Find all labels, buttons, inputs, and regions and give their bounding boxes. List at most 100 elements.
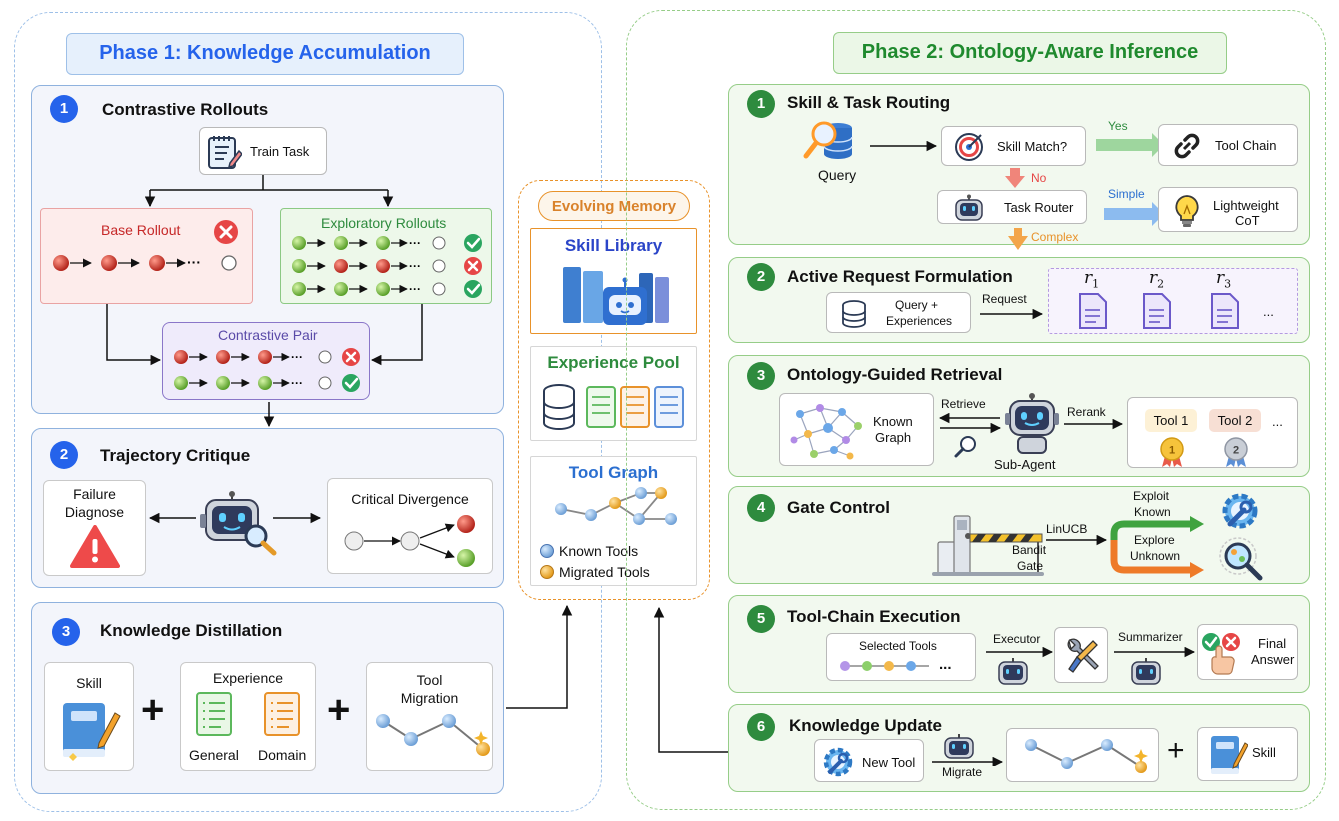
tool-graph-icon: [555, 487, 677, 525]
executor-flow: [986, 646, 1054, 685]
base-trajectory: ···: [53, 254, 237, 271]
ranked-tools-box: Tool 1 Tool 2 ... 1 2: [1127, 397, 1298, 468]
tool-chain-box: Tool Chain: [1158, 124, 1298, 166]
tools-ellipsis: ...: [1272, 414, 1283, 429]
tool1-chip: Tool 1: [1145, 409, 1197, 432]
step-number: 3: [747, 362, 775, 390]
tool-migration-box: Tool Migration: [366, 662, 493, 771]
skill-label: Skill: [76, 675, 102, 691]
exploratory-trajectories: ··· ··· ···: [292, 234, 482, 298]
sub-agent-robot-icon: [1005, 393, 1059, 454]
lightweight-cot-box: Lightweight CoT: [1158, 187, 1298, 232]
experience-label: Experience: [212, 670, 284, 686]
migrated-graph-box: [1006, 728, 1159, 782]
new-tool-box: New Tool: [814, 739, 924, 782]
fail-icon: [214, 220, 238, 244]
request-r3-label: r3: [1216, 268, 1231, 290]
plus-sign: +: [141, 688, 165, 732]
answer-check-icon: [1202, 633, 1240, 675]
final-label: Final: [1258, 636, 1287, 651]
robot-magnifier-icon: [200, 491, 277, 556]
phase2-title: Phase 2: Ontology-Aware Inference: [833, 32, 1227, 74]
bandit-label: Bandit: [1012, 543, 1047, 557]
evolving-memory-title: Evolving Memory: [538, 191, 690, 221]
base-rollout-box: Base Rollout ···: [40, 208, 253, 304]
robot-icon: [955, 194, 983, 221]
tool-migration-graph: [376, 714, 490, 756]
step-number: 6: [747, 713, 775, 741]
knowledge-graph-icon: [790, 404, 862, 460]
selected-tools-ellipsis: ...: [939, 656, 952, 673]
summarizer-label: Summarizer: [1118, 630, 1183, 644]
update-skill-book-icon: [1211, 736, 1248, 774]
tool-chain-label: Tool Chain: [1215, 138, 1277, 153]
section-title: Trajectory Critique: [100, 446, 251, 465]
tools-execution-box: [1054, 627, 1108, 683]
bandit-gate-icon: [932, 515, 1044, 576]
skill-library-label: Skill Library: [564, 236, 663, 255]
critical-divergence-label: Critical Divergence: [351, 491, 469, 507]
skill-match-label: Skill Match?: [997, 139, 1068, 154]
exploit-label: Exploit: [1133, 489, 1170, 503]
train-task-label: Train Task: [250, 144, 310, 159]
skill-match-box: Skill Match?: [941, 126, 1086, 166]
r3-subscript: 3: [1224, 277, 1232, 291]
experiences-label: Experiences: [886, 314, 953, 328]
request-r2-label: r2: [1149, 268, 1164, 290]
section-title: Gate Control: [787, 498, 890, 517]
wrench-screwdriver-icon: [1067, 638, 1099, 673]
selected-tools-label: Selected Tools: [859, 639, 937, 653]
update-skill-box: Skill: [1197, 727, 1298, 781]
cot-label: CoT: [1235, 213, 1260, 228]
yes-label: Yes: [1108, 119, 1128, 133]
query-database-icon: [803, 121, 853, 159]
contrastive-pair-label: Contrastive Pair: [218, 327, 318, 343]
section-title: Knowledge Update: [789, 716, 943, 735]
section-title: Tool-Chain Execution: [787, 607, 961, 626]
migrated-graph-icon: [1025, 739, 1148, 773]
step-number: 2: [50, 441, 78, 469]
target-icon: [955, 133, 983, 161]
general-doc-icon: [196, 692, 232, 736]
svg-text:···: ···: [409, 282, 421, 296]
failure-label-line1: Failure: [73, 486, 116, 502]
sub-agent-label: Sub-Agent: [994, 457, 1056, 472]
new-tool-label: New Tool: [862, 755, 916, 770]
no-label: No: [1031, 171, 1047, 185]
train-task-box: Train Task: [199, 127, 327, 175]
tool-graph-box: Tool Graph Known Tools Migrated Tools: [530, 456, 697, 586]
gear-wrench-icon: [1222, 493, 1258, 529]
distill-to-memory-arrow: [506, 604, 573, 709]
failure-label-line2: Diagnose: [64, 504, 125, 520]
explore-unknown-label: Unknown: [1130, 549, 1181, 563]
tool-migration-line1: Tool: [416, 672, 443, 688]
base-rollout-label: Base Rollout: [101, 222, 181, 238]
section-title: Active Request Formulation: [787, 267, 1013, 286]
experience-pool-label: Experience Pool: [547, 353, 680, 372]
complex-label: Complex: [1031, 230, 1079, 244]
critical-divergence-box: Critical Divergence: [327, 478, 493, 574]
r2-symbol: r: [1149, 268, 1158, 288]
rerank-label: Rerank: [1067, 405, 1106, 419]
skill-book-icon: [63, 703, 121, 761]
r2-subscript: 2: [1157, 277, 1165, 291]
domain-doc-icon: [264, 692, 300, 736]
request-r1-label: r1: [1084, 268, 1099, 290]
explore-label: Explore: [1134, 533, 1175, 547]
gate-control-panel: 4 Gate Control: [728, 486, 1310, 584]
experience-box: Experience General Domain: [180, 662, 316, 771]
new-tool-gear-icon: [823, 747, 853, 777]
gold-medal-icon: 1: [1160, 437, 1184, 467]
known-tools-label: Known Tools: [559, 543, 639, 559]
request-docs-icons: [1079, 293, 1239, 329]
section-title: Ontology-Guided Retrieval: [787, 365, 1003, 384]
warning-icon: [70, 525, 120, 568]
final-answer-box: Final Answer: [1197, 624, 1298, 680]
knowledge-update-feedback-arrow: [653, 606, 728, 753]
evolving-memory-frame: [518, 180, 710, 600]
domain-label: Domain: [258, 747, 307, 763]
request-label: Request: [982, 292, 1027, 306]
query-experiences-box: Query + Experiences: [826, 292, 971, 333]
plus-sign: +: [1167, 734, 1185, 767]
step-number: 4: [747, 494, 775, 522]
